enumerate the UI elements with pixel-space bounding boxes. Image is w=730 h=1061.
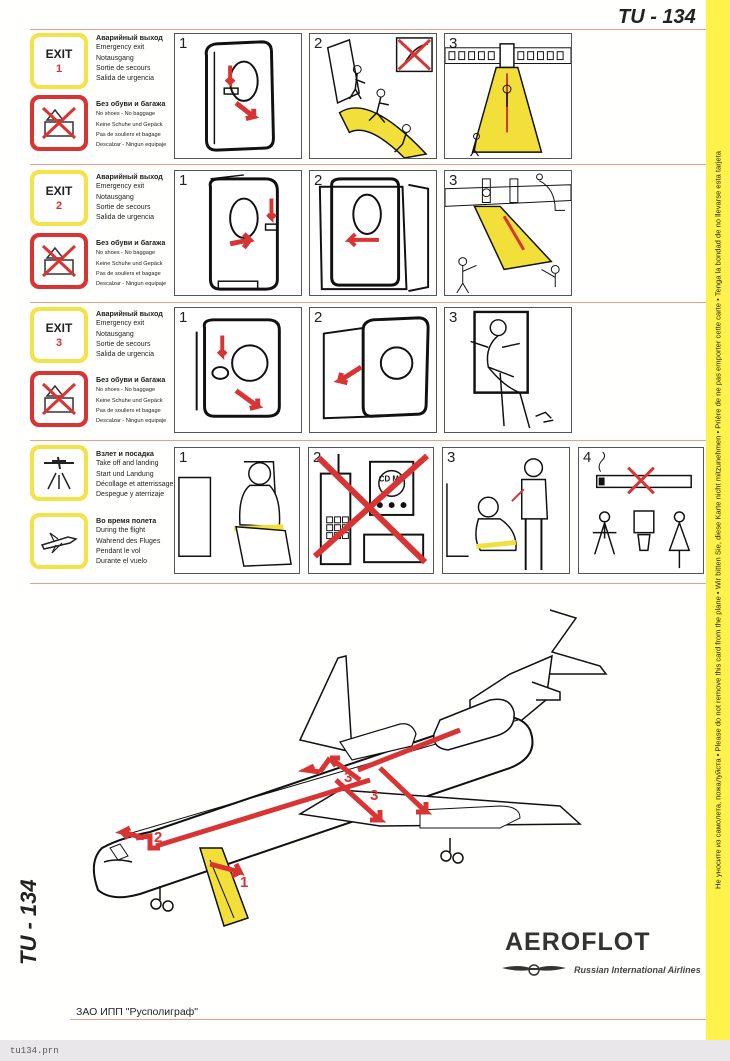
slide-deployed-illustration xyxy=(445,43,571,157)
divider xyxy=(30,302,706,303)
divider xyxy=(30,583,706,584)
winged-hammer-sickle-logo xyxy=(502,964,566,976)
plane-exit-label: 3 xyxy=(370,787,378,804)
exit-number: 3 xyxy=(55,337,63,349)
plane-exit-label: 1 xyxy=(240,874,248,891)
no-baggage-badge xyxy=(30,95,88,151)
seatbelt-step-2: 2 CD MD xyxy=(308,447,434,574)
baggage-text-2: Без обуви и багажа No shoes - No baggage… xyxy=(96,238,167,288)
door-handle-illustration xyxy=(204,40,275,152)
side-strip-text: Не уносите из самолета, пожалуйста • Ple… xyxy=(713,151,723,889)
exit-3-step-2: 2 xyxy=(309,307,437,433)
exit-1-text: Аварийный выход Emergency exit Notausgan… xyxy=(96,33,163,83)
exit-3-step-3: 3 xyxy=(444,307,572,433)
exit-3-badge: EXIT 3 xyxy=(30,307,88,363)
seatbelt-step-3: 3 xyxy=(442,447,570,574)
exit-2-text: Аварийный выход Emergency exit Notausgan… xyxy=(96,172,163,222)
door-handle-illustration xyxy=(208,174,279,291)
exit-3-step-1: 1 xyxy=(174,307,302,433)
no-baggage-icon xyxy=(41,106,77,140)
divider xyxy=(30,164,706,165)
side-strip xyxy=(706,0,730,1040)
takeoff-landing-icon xyxy=(44,456,74,490)
exit-3-text: Аварийный выход Emergency exit Notausgan… xyxy=(96,309,163,359)
door-open-illustration xyxy=(318,177,430,293)
no-baggage-icon xyxy=(41,244,77,278)
divider xyxy=(30,29,706,30)
no-baggage-badge xyxy=(30,371,88,427)
exit-1-badge: EXIT 1 xyxy=(30,33,88,89)
slide-evacuation-illustration xyxy=(326,37,433,158)
exit-number: 2 xyxy=(55,200,63,212)
baggage-text-3: Без обуви и багажа No shoes - No baggage… xyxy=(96,375,167,425)
fasten-seatbelt-illustration xyxy=(178,461,293,567)
exit-word: EXIT xyxy=(45,184,73,198)
exit-1-step-2: 2 xyxy=(309,33,437,159)
seatbelt-step-1: 1 xyxy=(174,447,300,574)
no-electronics-illustration: CD MD xyxy=(312,453,430,566)
window-exit-illustration xyxy=(195,318,281,418)
plane-in-flight-icon xyxy=(40,532,78,554)
plane-exit-label: 3 xyxy=(344,769,352,786)
seatbelt-step-4: 4 xyxy=(578,447,704,574)
exit-2-badge: EXIT 2 xyxy=(30,170,88,226)
in-flight-badge xyxy=(30,513,88,569)
crew-check-illustration xyxy=(446,458,549,571)
divider xyxy=(30,440,706,441)
exit-2-step-2: 2 xyxy=(309,170,437,296)
exit-number: 1 xyxy=(55,63,63,75)
side-model-title: TU - 134 xyxy=(16,879,41,965)
aircraft-exit-diagram: 1 2 3 3 xyxy=(92,609,608,927)
device-label: CD MD xyxy=(379,474,405,483)
exit-word: EXIT xyxy=(45,47,73,61)
window-removed-illustration xyxy=(322,316,430,420)
exit-1-step-1: 1 xyxy=(174,33,302,159)
file-label: tu134.prn xyxy=(10,1046,59,1056)
exit-2-step-1: 1 xyxy=(174,170,302,296)
during-flight-text: Во время полета During the flight Wahren… xyxy=(96,516,161,566)
takeoff-landing-text: Взлет и посадка Take off and landing Sta… xyxy=(96,449,174,499)
exit-1-step-3: 3 xyxy=(444,33,572,159)
wing-exit-illustration xyxy=(445,173,571,294)
printer-credit: ЗАО ИПП "Русполиграф" xyxy=(76,1006,199,1018)
no-smoking-illustration xyxy=(592,451,692,569)
divider xyxy=(70,1019,706,1020)
takeoff-badge xyxy=(30,445,88,501)
plane-exit-label: 2 xyxy=(154,829,162,846)
model-title: TU - 134 xyxy=(618,6,696,28)
airline-subtitle: Russian International Airlines xyxy=(574,965,701,975)
exit-word: EXIT xyxy=(45,321,73,335)
climb-out-illustration xyxy=(470,310,554,429)
exit-2-step-3: 3 xyxy=(444,170,572,296)
no-baggage-badge xyxy=(30,233,88,289)
baggage-text-1: Без обуви и багажа No shoes - No baggage… xyxy=(96,99,167,149)
aeroflot-wordmark: AEROFLOT xyxy=(505,928,651,956)
no-baggage-icon xyxy=(41,382,77,416)
